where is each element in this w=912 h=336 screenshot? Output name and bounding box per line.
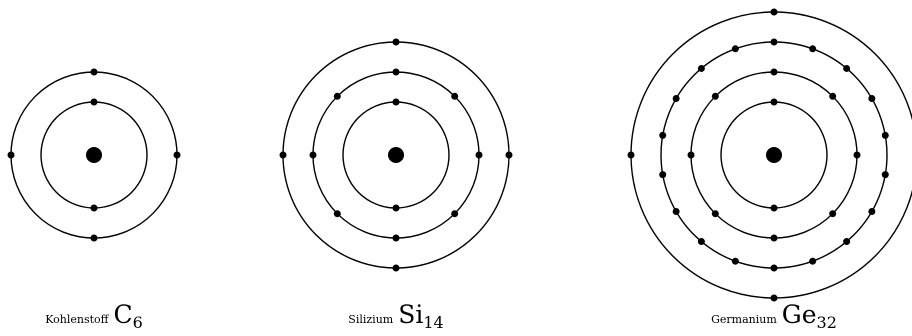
electron — [868, 208, 875, 215]
caption-carbon: Kohlenstoff C6 — [45, 300, 143, 330]
nucleus — [388, 147, 404, 163]
electron — [393, 235, 400, 242]
electron — [712, 210, 719, 217]
electron — [732, 258, 739, 265]
atom-silicon — [280, 39, 513, 272]
nucleus — [86, 147, 102, 163]
element-symbol: C — [113, 300, 132, 329]
electron — [843, 238, 850, 245]
electron — [771, 9, 778, 16]
atomic-number: 32 — [817, 313, 837, 332]
atomic-number: 14 — [423, 313, 443, 332]
electron — [868, 95, 875, 102]
element-name: Germanium — [711, 313, 777, 326]
electron — [829, 93, 836, 100]
element-symbol: Ge — [782, 300, 817, 329]
electron — [771, 265, 778, 272]
electron — [659, 132, 666, 139]
electron — [628, 152, 635, 159]
electron — [334, 93, 341, 100]
electron — [393, 99, 400, 106]
caption-germanium: Germanium Ge32 — [711, 300, 837, 330]
electron — [393, 265, 400, 272]
electron — [91, 69, 98, 76]
electron — [451, 210, 458, 217]
element-symbol: Si — [398, 300, 423, 329]
electron — [393, 205, 400, 212]
electron — [829, 210, 836, 217]
electron — [91, 235, 98, 242]
electron — [854, 152, 861, 159]
electron — [673, 208, 680, 215]
nucleus — [766, 147, 782, 163]
electron — [843, 65, 850, 72]
atom-germanium — [628, 9, 912, 302]
electron — [91, 99, 98, 106]
electron — [91, 205, 98, 212]
electron — [712, 93, 719, 100]
electron — [732, 45, 739, 52]
electron — [659, 171, 666, 178]
atom-carbon — [8, 69, 181, 242]
element-name: Silizium — [348, 313, 393, 326]
electron — [688, 152, 695, 159]
electron — [809, 45, 816, 52]
electron — [393, 39, 400, 46]
electron — [809, 258, 816, 265]
electron — [882, 132, 889, 139]
electron — [8, 152, 15, 159]
electron — [393, 69, 400, 76]
electron — [310, 152, 317, 159]
electron — [451, 93, 458, 100]
electron — [771, 69, 778, 76]
electron — [771, 205, 778, 212]
element-name: Kohlenstoff — [45, 313, 108, 326]
caption-silicon: Silizium Si14 — [348, 300, 443, 330]
electron — [771, 235, 778, 242]
electron — [174, 152, 181, 159]
electron — [280, 152, 287, 159]
electron — [882, 171, 889, 178]
electron — [771, 99, 778, 106]
electron — [673, 95, 680, 102]
electron — [506, 152, 513, 159]
electron — [698, 238, 705, 245]
electron — [698, 65, 705, 72]
atomic-number: 6 — [133, 313, 143, 332]
electron — [771, 39, 778, 46]
electron — [334, 210, 341, 217]
electron — [476, 152, 483, 159]
